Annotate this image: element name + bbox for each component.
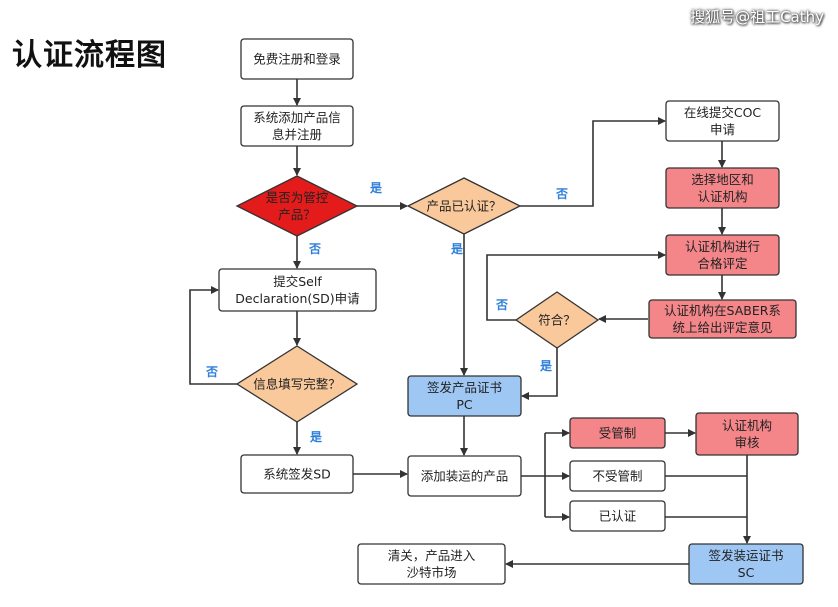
flow-edge [486,251,666,321]
issue-pc-text-0: 签发产品证书 [427,380,502,395]
issue-sc-text-0: 签发装运证书 [708,548,783,563]
register-text-0: 免费注册和登录 [253,52,341,67]
assess-text-1: 合格评定 [697,256,747,271]
issue-sc-box [688,543,804,585]
flow-edge [521,348,558,400]
edge-label-no: 否 [555,187,568,201]
edge-label-no: 否 [495,298,508,312]
info-complete-q-node: 信息填写完整？ [235,345,359,423]
regulated-text-0: 受管制 [599,426,637,441]
regulated-q-text-1: 产品？ [278,207,316,222]
submit-sd-text-1: Declaration(SD)申请 [235,291,359,306]
not-regulated-box [569,460,666,492]
conform-q-node: 符合？ [514,291,600,349]
saber-opinion-box [648,299,797,339]
online-coc-node: 在线提交COC 申请 [665,100,780,142]
body-review-text-0: 认证机构 [722,418,772,433]
info-complete-q-text-0: 信息填写完整？ [253,377,341,392]
body-review-text-1: 审核 [734,435,760,450]
conform-q-diamond [514,291,600,349]
assess-box [665,234,780,276]
page-title: 认证流程图 [12,38,167,73]
regulated-box [569,417,666,449]
not-regulated-text-0: 不受管制 [592,469,642,484]
flow-edge [189,286,237,385]
edge-label-no: 否 [308,242,321,256]
clearance-text-0: 清关，产品进入 [388,548,476,563]
saber-opinion-text-0: 认证机构在SABER系 [664,303,781,318]
online-coc-box [665,100,780,142]
add-shipment-box [407,455,522,497]
saber-opinion-text-1: 统上给出评定意见 [672,320,772,335]
certified-q-diamond [406,177,522,235]
body-review-box [695,412,799,456]
edge-label-yes: 是 [369,181,383,195]
watermark: 搜狐号@祖工Cathy [690,8,824,26]
regulated-q-text-0: 是否为管控 [266,190,329,205]
submit-sd-box [218,268,377,312]
add-product-box [240,105,354,147]
add-product-text-0: 系统添加产品信 [253,110,341,125]
clearance-text-1: 沙特市场 [406,565,456,580]
select-region-text-1: 认证机构 [697,189,747,204]
edge-label-yes: 是 [539,359,553,373]
issue-sc-node: 签发装运证书 SC [688,543,804,585]
certified-q-node: 产品已认证？ [406,177,522,235]
not-regulated-node: 不受管制 [569,460,666,492]
edge-label-no: 否 [205,365,218,379]
issue-pc-box [407,375,522,417]
already-certified-box [569,500,666,532]
select-region-box [665,167,780,209]
issue-pc-node: 签发产品证书 PC [407,375,522,417]
regulated-node: 受管制 [569,417,666,449]
select-region-text-0: 选择地区和 [691,172,754,187]
already-certified-node: 已认证 [569,500,666,532]
flow-edge [520,117,666,207]
edge-label-yes: 是 [450,242,464,256]
already-certified-text-0: 已认证 [599,509,637,524]
add-shipment-node: 添加装运的产品 [407,455,522,497]
online-coc-text-0: 在线提交COC [684,105,762,120]
clearance-box [357,543,506,585]
add-shipment-text-0: 添加装运的产品 [421,469,509,484]
issue-sd-box [240,454,354,494]
issue-pc-text-1: PC [456,397,473,412]
issue-sc-text-1: SC [738,565,755,580]
online-coc-text-1: 申请 [710,122,735,137]
register-node: 免费注册和登录 [240,38,354,80]
register-box [240,38,354,80]
info-complete-q-diamond [235,345,359,423]
edge-label-yes: 是 [309,430,323,444]
certified-q-text-0: 产品已认证？ [426,199,501,214]
issue-sd-node: 系统签发SD [240,454,354,494]
assess-text-0: 认证机构进行 [685,239,760,254]
conform-q-text-0: 符合？ [538,313,576,328]
add-product-text-1: 息并注册 [272,127,322,142]
regulated-q-diamond [235,175,359,237]
submit-sd-text-0: 提交Self [273,274,322,289]
issue-sd-text-0: 系统签发SD [263,467,331,482]
